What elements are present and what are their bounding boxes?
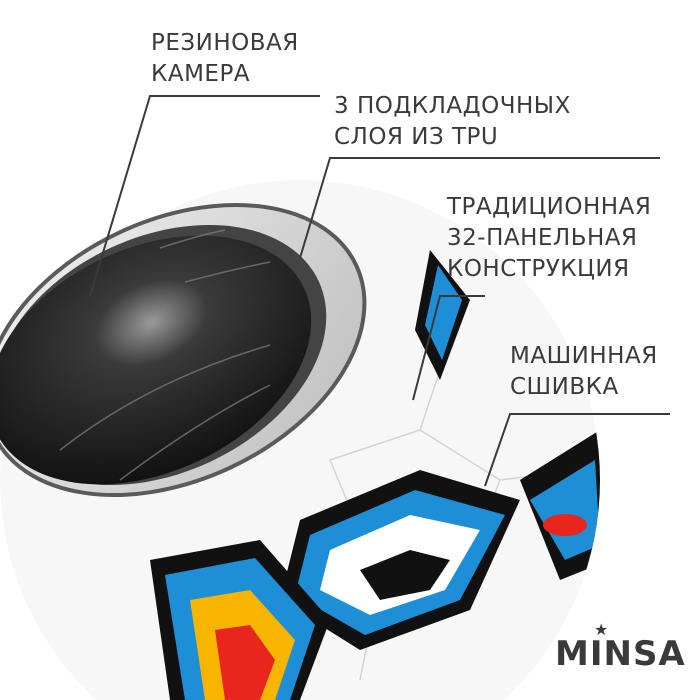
callout-line: МАШИННАЯ (510, 343, 658, 369)
callout-line: 32-ПАНЕЛЬНАЯ (447, 225, 638, 251)
callout-line: РЕЗИНОВАЯ (151, 30, 299, 56)
callout-leader-lines (89, 95, 670, 487)
callout-rubber-bladder: РЕЗИНОВАЯ КАМЕРА (151, 28, 299, 90)
brand-logo: ★ MINSA (555, 620, 686, 674)
callout-panel-construction: ТРАДИЦИОННАЯ 32-ПАНЕЛЬНАЯ КОНСТРУКЦИЯ (447, 192, 651, 285)
callout-tpu-layers: 3 ПОДКЛАДОЧНЫХ СЛОЯ ИЗ TPU (334, 91, 571, 153)
callout-line: ТРАДИЦИОННАЯ (447, 194, 652, 220)
callout-line: КОНСТРУКЦИЯ (447, 256, 630, 282)
rubber-bladder (0, 235, 312, 485)
callout-line: КАМЕРА (151, 61, 251, 87)
callout-line: СЛОЯ ИЗ TPU (334, 124, 499, 150)
callout-line: СШИВКА (510, 374, 619, 400)
star-icon: ★ (594, 620, 610, 639)
callout-line: 3 ПОДКЛАДОЧНЫХ (334, 93, 571, 119)
callout-machine-stitching: МАШИННАЯ СШИВКА (510, 341, 658, 403)
brand-name: MINSA (555, 634, 686, 674)
